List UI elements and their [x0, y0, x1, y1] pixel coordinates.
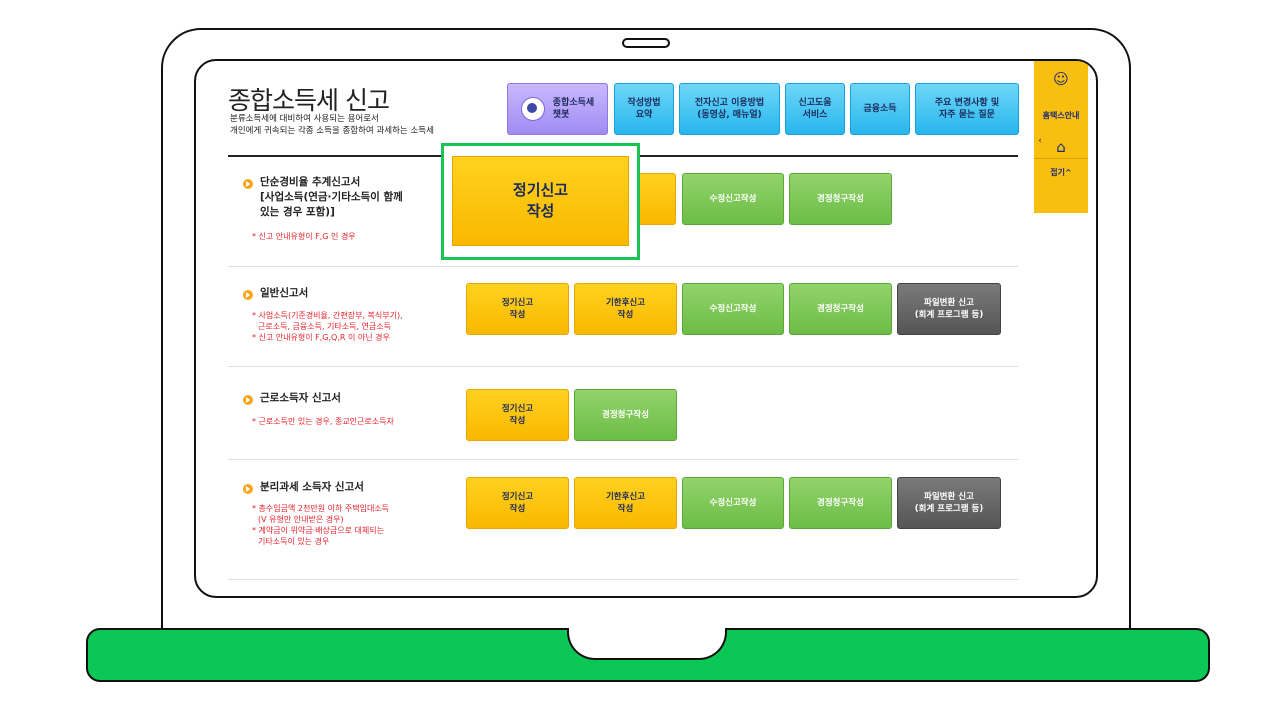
note-line: 기타소득이 있는 경우 — [258, 537, 330, 546]
help-label: 서비스 — [802, 110, 828, 120]
chatbot-label: 종합소득세 — [552, 98, 595, 108]
section-note: * 총수입금액 2천만원 이하 주택임대소득 (V 유형만 안내받은 경우) *… — [252, 503, 389, 547]
side-panel: ☺ 홈택스안내 ‹ ⌂ 접기^ — [1034, 61, 1088, 213]
help-label: 신고도움 — [798, 98, 832, 108]
section-title-simple: 단순경비율 추계신고서 [사업소득(연금·기타소득이 함께 있는 경우 포함)] — [260, 175, 403, 220]
btn-label: 작성 — [509, 504, 526, 514]
hometax-guide-label[interactable]: 홈택스안내 — [1042, 111, 1080, 120]
efile-howto-button[interactable]: 전자신고 이용방법 (동영상, 매뉴얼) — [679, 83, 780, 135]
home-icon[interactable]: ⌂ — [1056, 138, 1066, 156]
finance-label: 금융소득 — [863, 104, 897, 114]
btn-label: 작성 — [509, 310, 526, 320]
note-line: (V 유형만 안내받은 경우) — [258, 515, 344, 524]
chatbot-icon — [520, 97, 545, 121]
btn-label: (회계 프로그램 등) — [914, 504, 984, 514]
collapse-button[interactable]: 접기^ — [1050, 168, 1072, 177]
faq-label: 자주 묻는 질문 — [939, 110, 995, 120]
file-conversion-button[interactable]: 파일변환 신고 (회계 프로그램 등) — [897, 283, 1001, 335]
correction-button[interactable]: 경정청구작성 — [789, 173, 892, 225]
row-divider — [228, 366, 1018, 367]
btn-label: 정기신고 — [512, 181, 569, 199]
partial-button[interactable] — [574, 596, 677, 598]
correction-button[interactable]: 경정청구작성 — [574, 389, 677, 441]
faq-label: 주요 변경사항 및 — [934, 98, 1000, 108]
section-note: * 근로소득만 있는 경우, 종교인근로소득자 — [252, 417, 394, 426]
efile-label: (동영상, 매뉴얼) — [697, 110, 762, 120]
btn-label: 파일변환 신고 — [924, 492, 974, 502]
finance-income-button[interactable]: 금융소득 — [850, 83, 910, 135]
amend-button[interactable]: 수정신고작성 — [682, 477, 784, 529]
btn-label: 작성 — [526, 202, 555, 220]
guide-label: 요약 — [635, 110, 653, 120]
btn-label: 정기신고 — [501, 492, 534, 502]
btn-label: (회계 프로그램 등) — [914, 310, 984, 320]
note-line: 근로소득, 금융소득, 기타소득, 연금소득 — [258, 322, 392, 331]
late-filing-button-partial[interactable] — [636, 173, 676, 225]
chatbot-label: 챗봇 — [552, 110, 570, 120]
section-note: * 신고 안내유형이 F,G 인 경우 — [252, 232, 356, 241]
bullet-icon — [243, 179, 253, 189]
partial-button[interactable] — [789, 596, 892, 598]
section-title-line: [사업소득(연금·기타소득이 함께 — [260, 191, 403, 203]
amend-button[interactable]: 수정신고작성 — [682, 173, 784, 225]
section-title-general: 일반신고서 — [260, 287, 309, 299]
btn-label: 파일변환 신고 — [924, 298, 974, 308]
btn-label: 기한후신고 — [605, 492, 646, 502]
note-line: * 사업소득(기준경비율, 간편장부, 복식부기), — [252, 311, 403, 320]
btn-label: 작성 — [509, 416, 526, 426]
webcam-icon — [622, 38, 670, 48]
note-line: * 계약금이 위약금·배상금으로 대체되는 — [252, 526, 384, 535]
row-divider — [228, 459, 1018, 460]
user-icon[interactable]: ☺ — [1053, 70, 1069, 88]
section-note: * 사업소득(기준경비율, 간편장부, 복식부기), 근로소득, 금융소득, 기… — [252, 310, 403, 343]
efile-label: 전자신고 이용방법 — [694, 98, 765, 108]
note-line: * 신고 안내유형이 F,G,Q,R 이 아닌 경우 — [252, 333, 390, 342]
partial-button[interactable] — [682, 596, 784, 598]
chevron-left-icon[interactable]: ‹ — [1038, 136, 1042, 146]
btn-label: 작성 — [617, 310, 634, 320]
correction-button[interactable]: 경정청구작성 — [789, 283, 892, 335]
section-title-labor: 근로소득자 신고서 — [260, 392, 341, 404]
correction-button[interactable]: 경정청구작성 — [789, 477, 892, 529]
side-divider — [1034, 158, 1088, 159]
bullet-icon — [243, 484, 253, 494]
partial-button[interactable] — [466, 596, 569, 598]
section-title-separate: 분리과세 소득자 신고서 — [260, 481, 364, 493]
row-divider — [228, 266, 1018, 267]
btn-label: 기한후신고 — [605, 298, 646, 308]
file-conversion-button[interactable]: 파일변환 신고 (회계 프로그램 등) — [897, 477, 1001, 529]
guide-label: 작성방법 — [627, 98, 661, 108]
section-title-line: 단순경비율 추계신고서 — [260, 176, 361, 188]
page-subtitle: 분류소득세에 대비하여 사용되는 용어로서 개인에게 귀속되는 각종 소득을 종… — [230, 113, 434, 137]
section-title-line: 있는 경우 포함)] — [260, 206, 335, 218]
bullet-icon — [243, 290, 253, 300]
btn-label: 정기신고 — [501, 404, 534, 414]
page-title: 종합소득세 신고 — [228, 86, 390, 115]
note-line: * 총수입금액 2천만원 이하 주택임대소득 — [252, 504, 390, 513]
subtitle-line: 개인에게 귀속되는 각종 소득을 종합하여 과세하는 소득세 — [230, 126, 434, 136]
row-divider — [228, 579, 1018, 580]
btn-label: 작성 — [617, 504, 634, 514]
amend-button[interactable]: 수정신고작성 — [682, 283, 784, 335]
subtitle-line: 분류소득세에 대비하여 사용되는 용어로서 — [230, 114, 379, 124]
btn-label: 정기신고 — [501, 298, 534, 308]
laptop-notch — [567, 628, 727, 660]
laptop-screen: 종합소득세 신고 분류소득세에 대비하여 사용되는 용어로서 개인에게 귀속되는… — [194, 59, 1098, 598]
bullet-icon — [243, 395, 253, 405]
